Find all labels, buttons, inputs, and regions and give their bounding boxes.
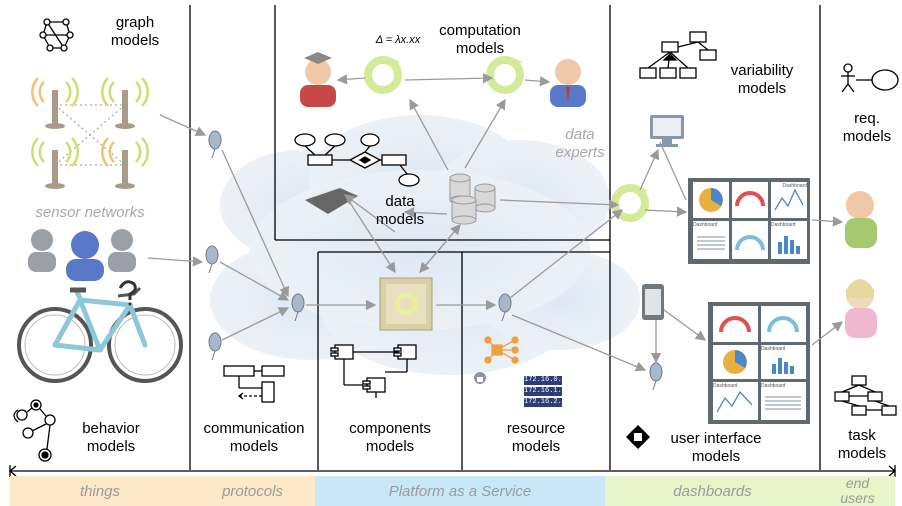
dashboard-panel-1 [688,178,810,264]
computation-cycle-icon [364,56,402,94]
sensor-network-icon [31,77,149,189]
flow-arrows [147,73,844,372]
database-icon [449,173,496,225]
lambda-expression: Δ = λx.xx [375,34,421,46]
band-dashboards: dashboards [605,476,820,506]
computation-models-label: computation models [439,22,521,57]
band-platform: Platform as a Service [315,476,605,506]
dashboard-tile-title-6: Dashboard [761,383,786,389]
flow-lines [659,141,687,201]
data-experts-label: data experts [555,126,605,161]
tablet-icon [642,284,664,320]
resource-network-icon [484,336,519,364]
req-models-label: req. models [842,110,892,145]
variability-models-label: variability models [730,62,794,97]
antenna-icons [205,130,663,391]
behavior-icon [13,399,56,462]
task-models-label: task models [837,427,887,462]
scientist-person-icon [300,52,336,107]
components-models-label: components models [349,420,431,455]
band-end-users: end users [820,476,895,506]
dashboard-panel-2 [708,302,810,424]
communication-model-icon [223,365,285,403]
sensor-networks-label: sensor networks [35,204,145,221]
end-user-green-icon [845,191,877,248]
communication-models-label: communication models [203,420,305,455]
end-user-pink-icon [845,279,877,338]
timeline-axis [8,465,897,477]
region-borders [189,5,821,470]
variability-feature-icon [639,31,717,79]
dashboard-tile-title: Dashboard [782,183,807,189]
graph-icon [39,18,74,52]
business-person-icon [550,59,586,107]
dashboard-tile-title-5: Dashboard [713,383,738,389]
dashboard-tile-title-4: Dashboard [761,346,786,352]
monitor-icon [650,115,684,147]
computation-cycle-icon-2 [486,56,524,94]
dashboard-cycle-icon [611,184,649,222]
er-diagram-icon [294,133,420,187]
resource-models-label: resource models [506,420,566,455]
lock-icon [474,372,486,384]
platform-component-box [379,277,433,331]
components-uml-icon [330,344,417,398]
requirement-actor-icon [841,63,899,93]
behavior-models-label: behavior models [82,420,140,455]
bicycle-icon [17,280,183,383]
dashboard-tile-title-2: Dashboard [693,222,718,228]
ip-address-0: 172.16.0.0 [524,376,567,385]
ip-address-1: 172.16.1.0 [524,387,567,396]
people-group-icon [28,229,136,281]
data-models-label: data models [375,193,425,228]
navigation-arrows-icon [626,425,650,449]
task-model-icon [834,375,897,416]
band-things: things [10,476,190,506]
user-interface-models-label: user interface models [670,430,762,465]
graph-models-label: graph models [110,14,160,49]
ip-address-2: 172.16.2.0 [524,398,567,407]
band-protocols: protocols [190,476,315,506]
dashboard-tile-title-3: Dashboard [771,222,796,228]
